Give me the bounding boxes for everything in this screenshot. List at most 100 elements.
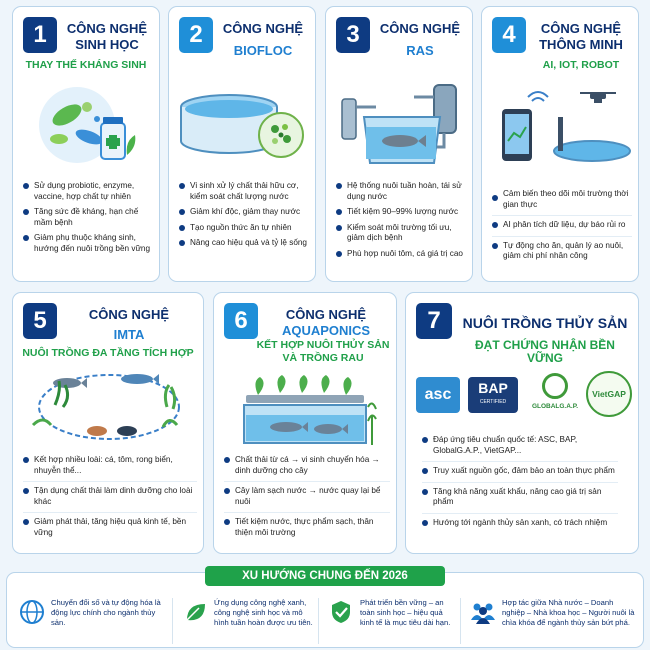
card-number: 1 — [23, 17, 57, 53]
trend-text: Ứng dụng công nghệ xanh, công nghệ sinh … — [214, 598, 313, 627]
trends-banner: XU HƯỚNG CHUNG ĐẾN 2026 — [205, 566, 445, 586]
subtitle-line2: VÀ TRỒNG RAU — [282, 352, 364, 364]
card-subtitle: AI, IOT, ROBOT — [542, 59, 620, 71]
card-title: CÔNG NGHỆ SINH HỌC — [59, 21, 155, 53]
card-imta: 5 CÔNG NGHỆ IMTA NUÔI TRỒNG ĐA TẦNG TÍCH… — [12, 292, 204, 554]
bullet-item: Cảm biến theo dõi môi trường thời gian t… — [492, 189, 632, 210]
vietgap-logo-text: VietGAP — [592, 389, 626, 399]
trend-item: Hợp tác giữa Nhà nước – Doanh nghiệp – N… — [460, 598, 638, 644]
leaf-icon — [186, 604, 205, 621]
bullet-list: Cảm biến theo dõi môi trường thời gian t… — [492, 189, 632, 267]
iot-drone-illustration — [502, 91, 631, 162]
biofloc-tank-illustration — [180, 94, 304, 158]
bap-logo-subtext: CERTIFIED — [479, 399, 507, 405]
card-ras: 3 CÔNG NGHỆ RAS Hệ thống nuôi tuần hoàn,… — [325, 6, 473, 282]
bullet-item: Tiết kiệm nước, thực phẩm sạch, thân thi… — [224, 512, 390, 538]
asc-logo: asc — [416, 377, 460, 413]
vietgap-logo: VietGAP — [586, 371, 632, 417]
title-line2: THÔNG MINH — [539, 37, 623, 52]
trend-text: Hợp tác giữa Nhà nước – Doanh nghiệp – N… — [502, 598, 635, 627]
title-line2: RAS — [406, 43, 434, 58]
card-bio-tech: 1 CÔNG NGHỆ SINH HỌC THAY THẾ KHÁNG SINH… — [12, 6, 160, 282]
bullet-list: Kết hợp nhiều loài: cá, tôm, rong biển, … — [23, 455, 197, 543]
bullet-item: Kiểm soát môi trường tối ưu, giảm dịch b… — [336, 223, 466, 244]
card-title: CÔNG NGHỆ RAS — [372, 21, 468, 59]
shield-check-icon — [332, 601, 350, 623]
title-line2: BIOFLOC — [233, 43, 293, 58]
card-number: 4 — [492, 17, 526, 53]
globalgap-logo: GLOBALG.A.P. — [528, 373, 582, 417]
aquaponics-illustration — [243, 375, 377, 445]
card-number: 7 — [416, 303, 452, 339]
bullet-item: Tạo nguồn thức ăn tự nhiên — [179, 223, 309, 234]
bullet-item: Phù hợp nuôi tôm, cá giá trị cao — [336, 249, 466, 260]
card-title: CÔNG NGHỆ THÔNG MINH — [528, 21, 634, 53]
title-line1: CÔNG NGHỆ — [66, 21, 148, 36]
bullet-item: Hệ thống nuôi tuần hoàn, tái sử dụng nướ… — [336, 181, 466, 202]
card-title: CÔNG NGHỆ BIOFLOC — [215, 21, 311, 59]
card-subtitle: KẾT HỢP NUÔI THỦY SẢN VÀ TRỒNG RAU — [254, 339, 392, 365]
card-smart-tech: 4 CÔNG NGHỆ THÔNG MINH AI, IOT, ROBOT Cả… — [481, 6, 639, 282]
bullet-list: Hệ thống nuôi tuần hoàn, tái sử dụng nướ… — [336, 181, 466, 264]
title-line2: IMTA — [113, 327, 145, 342]
bullet-item: Cây làm sạch nước → nước quay lại bể nuô… — [224, 481, 390, 507]
ras-system-illustration — [341, 84, 457, 164]
bullet-item: Tăng sức đề kháng, hạn chế mầm bệnh — [23, 207, 153, 228]
title-line1: CÔNG NGHỆ — [285, 307, 367, 322]
bullet-item: Sử dụng probiotic, enzyme, vaccine, hợp … — [23, 181, 153, 202]
title-line1: CÔNG NGHỆ — [379, 21, 461, 36]
bullet-item: Tiết kiệm 90–99% lượng nước — [336, 207, 466, 218]
trend-text: Phát triển bền vững – an toàn sinh học –… — [360, 598, 451, 627]
trend-item: Phát triển bền vững – an toàn sinh học –… — [318, 598, 458, 644]
bullet-item: Giảm phát thải, tăng hiệu quả kinh tế, b… — [23, 512, 197, 538]
card-number: 6 — [224, 303, 258, 339]
title-line2: AQUAPONICS — [281, 323, 371, 338]
globalgap-globe-icon — [542, 373, 568, 399]
title-line1: CÔNG NGHỆ — [222, 21, 304, 36]
card-subtitle: THAY THẾ KHÁNG SINH — [25, 59, 147, 71]
bullet-item: Đáp ứng tiêu chuẩn quốc tế: ASC, BAP, Gl… — [422, 435, 618, 456]
card-biofloc: 2 CÔNG NGHỆ BIOFLOC Vi sinh xử lý chất t… — [168, 6, 316, 282]
trend-text: Chuyển đổi số và tự động hóa là động lực… — [51, 598, 161, 627]
card-number: 2 — [179, 17, 213, 53]
card-title: NUÔI TRỒNG THỦY SẢN — [462, 315, 628, 331]
bullet-list: Đáp ứng tiêu chuẩn quốc tế: ASC, BAP, Gl… — [422, 435, 618, 533]
card-subtitle: ĐẠT CHỨNG NHẬN BỀN VỮNG — [475, 338, 615, 365]
people-icon — [471, 603, 495, 624]
microbe-vaccine-illustration — [39, 87, 136, 163]
card-title: CÔNG NGHỆ AQUAPONICS — [260, 307, 392, 339]
bullet-item: AI phân tích dữ liệu, dự báo rủi ro — [492, 215, 632, 231]
bullet-item: Vi sinh xử lý chất thải hữu cơ, kiểm soá… — [179, 181, 309, 202]
title-line1: CÔNG NGHỆ — [540, 21, 622, 36]
globe-icon — [20, 600, 44, 624]
globalgap-logo-text: GLOBALG.A.P. — [531, 403, 579, 410]
bullet-item: Nâng cao hiệu quả và tỷ lệ sống — [179, 238, 309, 249]
card-number: 5 — [23, 303, 57, 339]
bullet-item: Giảm khí độc, giảm thay nước — [179, 207, 309, 218]
bullet-item: Hướng tới ngành thủy sản xanh, có trách … — [422, 512, 618, 529]
bullet-list: Chất thải từ cá → vi sinh chuyển hóa → d… — [224, 455, 390, 543]
bullet-list: Vi sinh xử lý chất thải hữu cơ, kiểm soá… — [179, 181, 309, 254]
trend-item: Chuyển đổi số và tự động hóa là động lực… — [18, 598, 168, 644]
title-line1: CÔNG NGHỆ — [88, 307, 170, 322]
asc-logo-text: asc — [424, 386, 452, 403]
bap-logo-text: BAP — [478, 380, 508, 396]
bullet-item: Tận dụng chất thải làm dinh dưỡng cho lo… — [23, 481, 197, 507]
card-subtitle: NUÔI TRỒNG ĐA TẦNG TÍCH HỢP — [22, 347, 194, 359]
title-line2: SINH HỌC — [75, 37, 139, 52]
trend-item: Ứng dụng công nghệ xanh, công nghệ sinh … — [172, 598, 316, 644]
card-title: CÔNG NGHỆ IMTA — [59, 307, 199, 343]
subtitle-line1: KẾT HỢP NUÔI THỦY SẢN — [256, 339, 390, 351]
bullet-item: Tăng khả năng xuất khẩu, nâng cao giá tr… — [422, 481, 618, 508]
bullet-item: Chất thải từ cá → vi sinh chuyển hóa → d… — [224, 455, 390, 476]
bullet-item: Giảm phụ thuộc kháng sinh, hướng đến nuô… — [23, 233, 153, 254]
bullet-item: Kết hợp nhiều loài: cá, tôm, rong biển, … — [23, 455, 197, 476]
card-number: 3 — [336, 17, 370, 53]
imta-cycle-illustration — [31, 374, 180, 440]
bullet-item: Truy xuất nguồn gốc, đảm bảo an toàn thự… — [422, 461, 618, 477]
bullet-item: Tự động cho ăn, quản lý ao nuôi, giảm ch… — [492, 235, 632, 262]
bullet-list: Sử dụng probiotic, enzyme, vaccine, hợp … — [23, 181, 153, 259]
bap-logo: BAP CERTIFIED — [468, 377, 518, 413]
card-aquaponics: 6 CÔNG NGHỆ AQUAPONICS KẾT HỢP NUÔI THỦY… — [213, 292, 397, 554]
card-certified-aquaculture: 7 NUÔI TRỒNG THỦY SẢN ĐẠT CHỨNG NHẬN BỀN… — [405, 292, 639, 554]
